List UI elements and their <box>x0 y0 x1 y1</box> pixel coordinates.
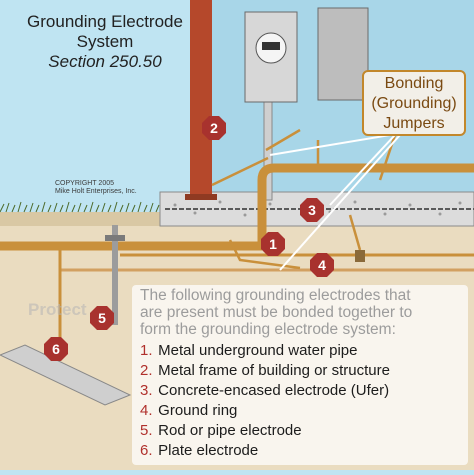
legend-item-text: Ground ring <box>158 402 238 419</box>
marker-3: 3 <box>300 198 324 222</box>
title-line-2: System <box>76 32 134 51</box>
legend-item-number: 2. <box>140 362 153 379</box>
legend-item-text: Metal frame of building or structure <box>158 362 390 379</box>
legend-item-text: Metal underground water pipe <box>158 342 358 359</box>
legend-item: 5. Rod or pipe electrode <box>140 421 462 441</box>
marker-1: 1 <box>261 232 285 256</box>
electrode-legend: The following grounding electrodes that … <box>132 285 468 465</box>
legend-item-number: 1. <box>140 342 153 359</box>
copyright-line-1: COPYRIGHT 2005 <box>55 180 115 187</box>
copyright-notice: COPYRIGHT 2005 Mike Holt Enterprises, In… <box>55 180 165 196</box>
legend-item-text: Concrete-encased electrode (Ufer) <box>158 382 390 399</box>
legend-item-number: 6. <box>140 442 153 459</box>
legend-item-text: Plate electrode <box>158 442 259 459</box>
legend-item-number: 3. <box>140 382 153 399</box>
marker-5: 5 <box>90 306 114 330</box>
section-reference: Section 250.50 <box>48 52 162 71</box>
legend-intro-line-1: The following grounding electrodes that <box>140 287 411 304</box>
callout-line-3: Jumpers <box>383 115 445 132</box>
marker-2: 2 <box>202 116 226 140</box>
watermark-text: Protect <box>28 300 87 319</box>
legend-item: 6. Plate electrode <box>140 441 462 461</box>
marker-4: 4 <box>310 253 334 277</box>
legend-item-text: Rod or pipe electrode <box>158 422 302 439</box>
diagram-title: Grounding Electrode System Section 250.5… <box>10 12 200 72</box>
title-line-1: Grounding Electrode <box>27 12 183 31</box>
legend-intro-line-2: are present must be bonded together to <box>140 304 413 321</box>
callout-line-2: (Grounding) <box>371 95 457 112</box>
legend-item-number: 5. <box>140 422 153 439</box>
legend-item: 3. Concrete-encased electrode (Ufer) <box>140 381 462 401</box>
legend-intro: The following grounding electrodes that … <box>140 287 462 338</box>
legend-item: 1. Metal underground water pipe <box>140 341 462 361</box>
legend-item: 2. Metal frame of building or structure <box>140 361 462 381</box>
legend-item: 4. Ground ring <box>140 401 462 421</box>
callout-line-1: Bonding <box>384 75 444 92</box>
bonding-jumpers-callout: Bonding (Grounding) Jumpers <box>362 70 466 136</box>
marker-6: 6 <box>44 337 68 361</box>
legend-intro-line-3: form the grounding electrode system: <box>140 321 396 338</box>
copyright-line-2: Mike Holt Enterprises, Inc. <box>55 188 137 195</box>
legend-item-number: 4. <box>140 402 153 419</box>
legend-list: 1. Metal underground water pipe 2. Metal… <box>140 341 462 461</box>
